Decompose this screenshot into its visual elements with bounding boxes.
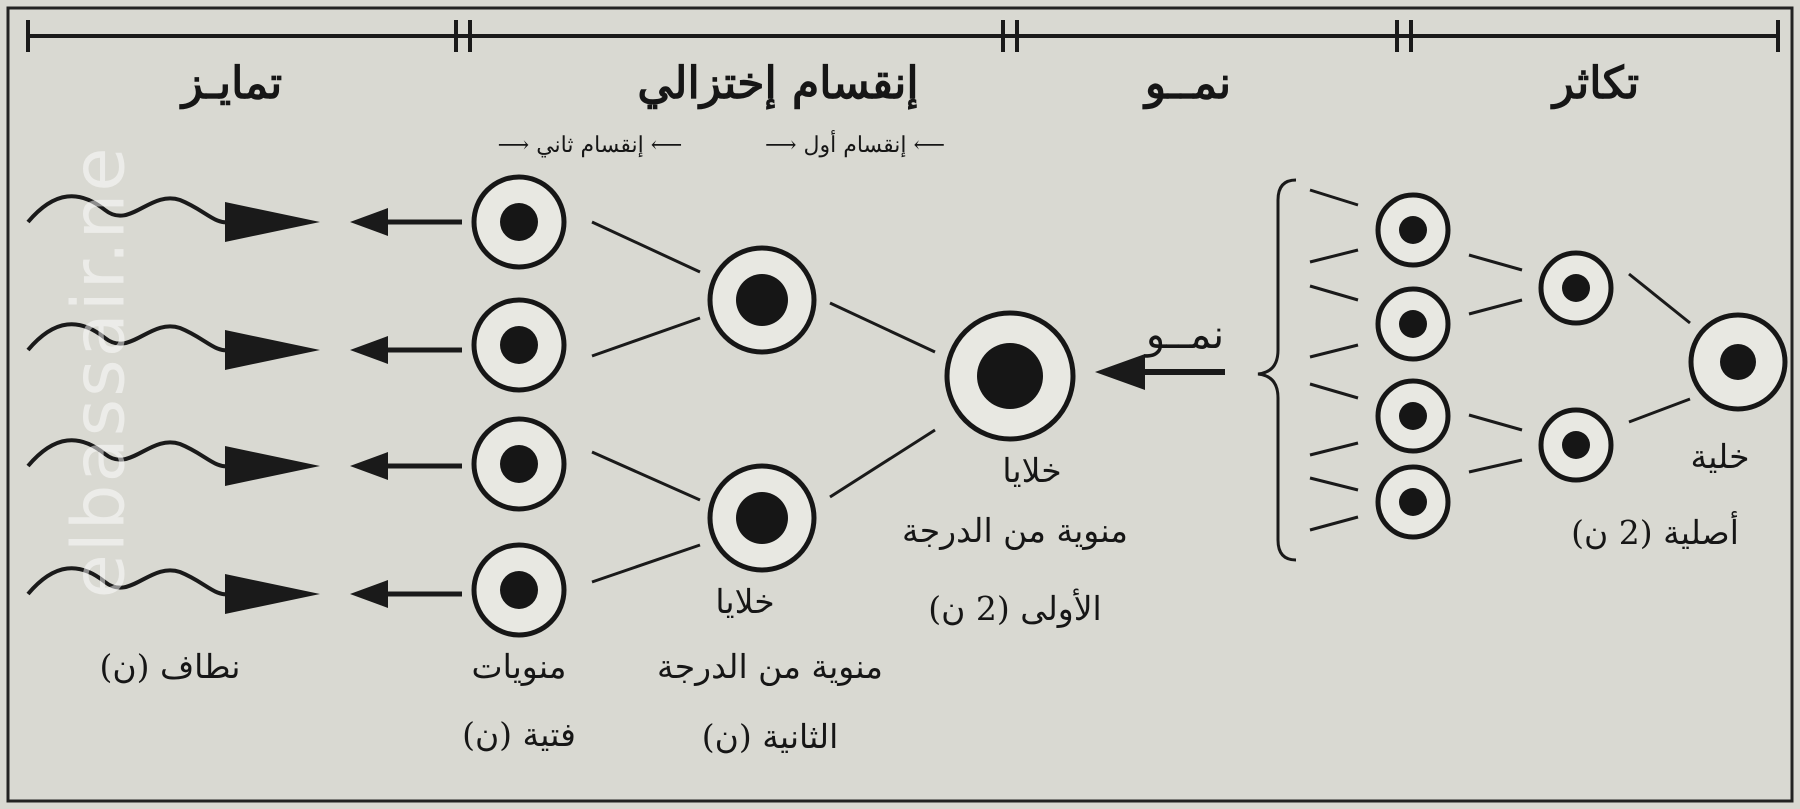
stem-cell <box>1688 312 1788 412</box>
mitosis-branches <box>1309 188 1691 532</box>
spermatogonium-5 <box>1375 378 1451 454</box>
spermatid-label-line1: منويات <box>471 647 567 686</box>
primary-label-line3: الأولى (2 ن) <box>928 589 1102 628</box>
diff-arrow-2 <box>350 336 462 364</box>
growth-arrow <box>1095 354 1225 390</box>
spermatid-label-line2: فتية (ن) <box>462 715 576 754</box>
spermatogonium-6 <box>1375 464 1451 540</box>
sperm-cell-2 <box>26 322 320 370</box>
primary-label-line2: منوية من الدرجة <box>902 511 1128 550</box>
spermatid-3 <box>471 416 567 512</box>
spermatogonium-3 <box>1375 192 1451 268</box>
spermatogonium-4 <box>1375 286 1451 362</box>
spermatid-4 <box>471 542 567 638</box>
spermatogonium-2 <box>1538 407 1614 483</box>
spermatid-1 <box>471 174 567 270</box>
diff-arrow-4 <box>350 580 462 608</box>
phase-timeline <box>26 20 1780 52</box>
secondary-label-line2: منوية من الدرجة <box>657 647 883 686</box>
phase-label-differentiation: تمايـز <box>181 58 283 109</box>
meiosis-division-first-label: ⟵ إنقسام أول ⟶ <box>764 133 946 158</box>
phase-label-meiosis: إنقسام إختزالي <box>637 58 919 109</box>
phase-label-multiplication: تكاثر <box>1552 58 1640 109</box>
differentiation-arrows <box>350 208 462 608</box>
arrow-left-icon: ⟶ <box>764 133 797 158</box>
diff-arrow-3 <box>350 452 462 480</box>
sperm-cell-3 <box>26 438 320 486</box>
diff-arrow-1 <box>350 208 462 236</box>
secondary-label-line1: خلايا <box>715 582 775 621</box>
arrow-left-icon: ⟶ <box>497 133 530 158</box>
cells <box>471 174 1788 638</box>
meiosis-division-second-label: ⟵ إنقسام ثاني ⟶ <box>497 133 683 158</box>
sperm-cells <box>26 194 320 614</box>
sperm-label: نطاف (ن) <box>99 647 241 686</box>
growth-arrow-label: نمــو <box>1145 312 1225 358</box>
arrow-right-icon: ⟵ <box>913 133 946 158</box>
secondary-spermatocyte-1 <box>707 245 817 355</box>
arrow-right-icon: ⟵ <box>650 133 683 158</box>
stem-cell-label-line2: أصلية (2 ن) <box>1571 513 1739 552</box>
brace <box>1257 178 1297 562</box>
spermatid-2 <box>471 297 567 393</box>
phase-label-growth: نمــو <box>1144 58 1232 109</box>
primary-spermatocyte <box>944 310 1076 442</box>
primary-label-line1: خلايا <box>1002 451 1062 490</box>
meiosis-branches <box>591 220 936 584</box>
spermatogonium-1 <box>1538 250 1614 326</box>
diagram-frame <box>6 6 1794 803</box>
watermark: elbassair.ne <box>56 145 141 599</box>
sperm-cell-1 <box>26 194 320 242</box>
secondary-label-line3: الثانية (ن) <box>701 717 839 756</box>
stem-cell-label-line1: خلية <box>1690 437 1750 476</box>
sperm-cell-4 <box>26 566 320 614</box>
secondary-spermatocyte-2 <box>707 463 817 573</box>
